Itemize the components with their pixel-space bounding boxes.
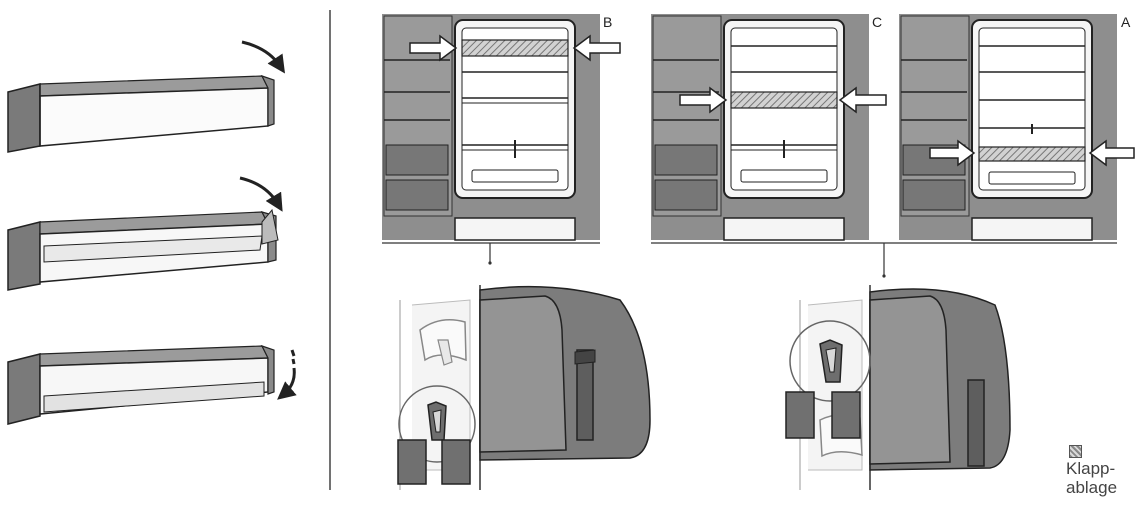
bracket-b <box>382 242 600 265</box>
step-1-shelf-closed <box>7 74 275 153</box>
step-2-shelf-opening <box>7 208 279 291</box>
rotate-arrow-icon <box>241 40 285 74</box>
down-arrow-icon <box>277 349 297 400</box>
panel-label-b: B <box>603 14 612 30</box>
detail-view-ca <box>785 285 1011 490</box>
panel-label-c: C <box>872 14 882 30</box>
fridge-panel-c <box>651 14 887 241</box>
legend-label: Klapp- ablage <box>1066 459 1118 497</box>
fridge-panel-b <box>382 14 621 241</box>
rotate-arrow-icon <box>239 176 283 212</box>
legend: Klapp- ablage <box>1066 445 1136 497</box>
detail-view-b <box>397 285 651 490</box>
hatch-swatch-icon <box>1069 445 1082 458</box>
fridge-panel-a <box>899 14 1135 241</box>
panel-label-a: A <box>1121 14 1131 30</box>
step-3-shelf-open <box>7 344 275 425</box>
bracket-ca <box>651 242 1117 278</box>
